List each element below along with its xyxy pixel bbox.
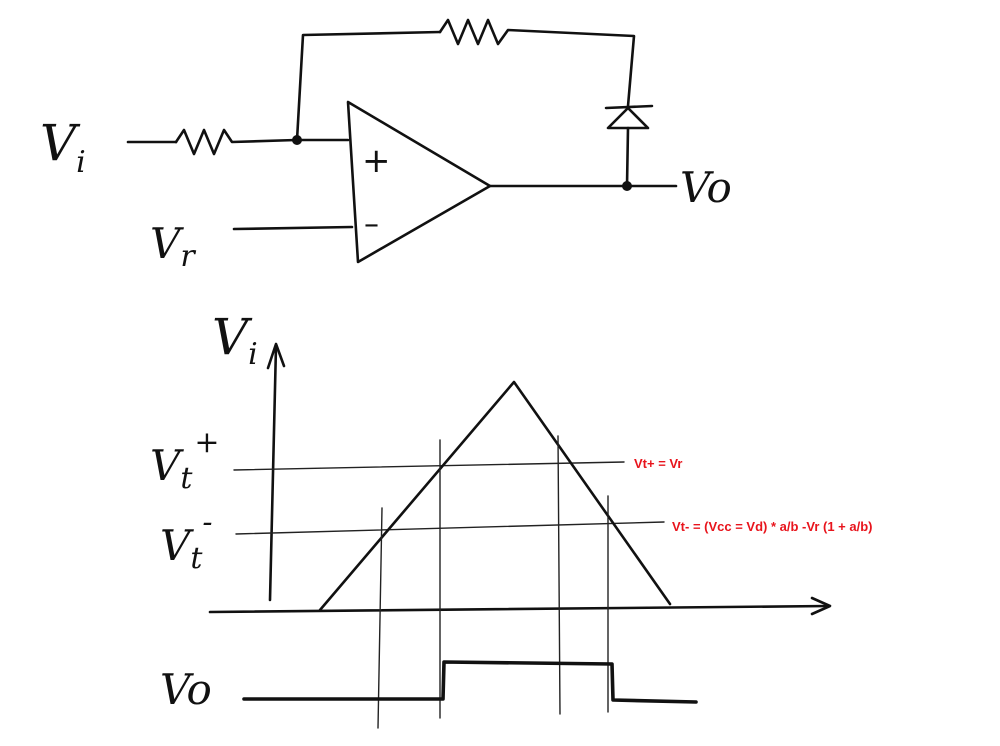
input-resistor <box>174 128 298 156</box>
opamp-minus-sign: – <box>364 207 379 242</box>
circuit-schematic: Vi + – Vr Vo <box>40 18 732 274</box>
output-square-pulse <box>242 660 698 704</box>
feedback-resistor <box>438 18 636 108</box>
output-voltage-label: Vo <box>680 163 732 212</box>
crossing-line-1 <box>377 507 383 729</box>
horizontal-axis-arrowhead <box>810 596 832 616</box>
lower-threshold-formula: Vt- = (Vcc = Vd) * a/b -Vr (1 + a/b) <box>672 519 872 534</box>
lower-threshold-line <box>235 521 665 535</box>
vertical-axis <box>268 344 278 602</box>
opamp-plus-sign: + <box>362 141 391 181</box>
input-voltage-label: Vi <box>40 114 86 180</box>
vertical-axis-arrowhead <box>266 342 286 370</box>
reference-wire <box>232 225 354 231</box>
input-triangle-wave <box>318 380 672 612</box>
feedback-diode <box>604 104 654 188</box>
upper-threshold-label: Vt+ <box>150 425 220 496</box>
vertical-axis-label: Vi <box>212 308 258 372</box>
reference-voltage-label: Vr <box>150 219 196 274</box>
upper-threshold-formula: Vt+ = Vr <box>634 456 682 471</box>
opamp-triangle <box>346 100 492 264</box>
lower-threshold-label: Vt- <box>160 505 213 576</box>
feedback-wire-left <box>295 30 442 142</box>
crossing-line-3 <box>557 435 561 715</box>
transfer-waveform: Vi Vt+ Vt- Vo Vt+ = Vr Vt- = (Vcc = Vd) … <box>150 308 872 729</box>
output-waveform-label: Vo <box>160 665 212 714</box>
horizontal-axis <box>208 604 830 614</box>
output-junction-node <box>622 181 632 191</box>
upper-threshold-line <box>233 461 625 471</box>
